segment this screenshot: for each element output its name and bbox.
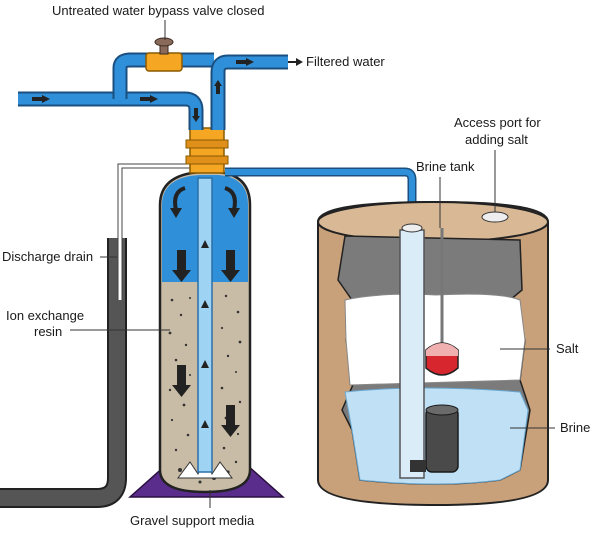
brine-tank [317, 200, 549, 507]
label-ion-exchange-2: resin [34, 324, 62, 339]
label-discharge-drain: Discharge drain [2, 249, 93, 264]
filtered-water-arrow [288, 58, 303, 66]
bypass-valve [145, 37, 183, 72]
label-salt: Salt [556, 341, 579, 356]
discharge-drain-pipe [0, 163, 193, 508]
label-ion-exchange-1: Ion exchange [6, 308, 84, 323]
label-brine-tank: Brine tank [416, 159, 475, 174]
flow-arrow-down-right [221, 250, 240, 437]
resin-tank [158, 170, 252, 494]
label-brine: Brine [560, 420, 590, 435]
control-valve [185, 127, 229, 174]
flow-arrow-down-left [172, 250, 191, 397]
label-filtered-water: Filtered water [306, 54, 385, 69]
label-bypass-valve: Untreated water bypass valve closed [52, 3, 264, 18]
label-gravel-support: Gravel support media [130, 513, 255, 528]
label-access-port-2: adding salt [465, 132, 528, 147]
label-access-port-1: Access port for [454, 115, 541, 130]
